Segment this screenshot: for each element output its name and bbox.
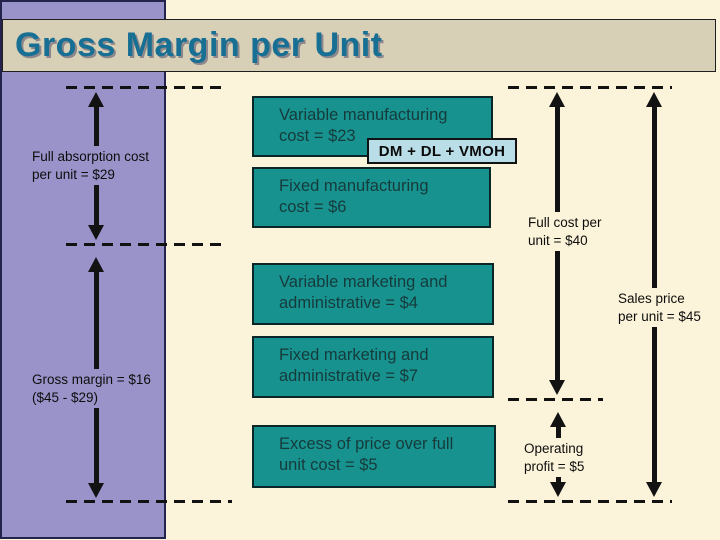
- arrow-down-icon: [88, 225, 104, 240]
- operating-profit-label: Operating profit = $5: [520, 438, 589, 477]
- cost-box-fixed-marketing: Fixed marketing and administrative = $7: [252, 336, 494, 398]
- dm-dl-vmoh-callout: DM + DL + VMOH: [367, 138, 517, 164]
- cost-box-fixed-manufacturing: Fixed manufacturing cost = $6: [252, 167, 491, 228]
- dashed-line-mid-right: [508, 398, 603, 401]
- cost-box-variable-marketing: Variable marketing and administrative = …: [252, 263, 494, 325]
- arrow-down-icon: [88, 483, 104, 498]
- arrow-up-icon: [88, 257, 104, 272]
- dashed-line-top-right: [508, 86, 672, 89]
- arrow-down-icon: [646, 482, 662, 497]
- sales-price-label: Sales price per unit = $45: [614, 288, 705, 327]
- arrow-up-icon: [88, 92, 104, 107]
- dashed-line-top-left: [66, 86, 228, 89]
- dashed-line-mid-left: [66, 243, 228, 246]
- arrow-down-icon: [550, 482, 566, 497]
- dashed-line-bottom-left: [66, 500, 232, 503]
- arrow-up-icon: [549, 92, 565, 107]
- cost-box-excess-price: Excess of price over full unit cost = $5: [252, 425, 496, 488]
- dashed-line-bottom-right: [508, 500, 672, 503]
- title-bar: Gross Margin per Unit: [2, 19, 716, 72]
- full-absorption-label: Full absorption cost per unit = $29: [28, 146, 154, 185]
- arrow-up-icon: [646, 92, 662, 107]
- left-purple-band: [0, 0, 166, 539]
- full-cost-label: Full cost per unit = $40: [524, 212, 606, 251]
- arrow-down-icon: [549, 380, 565, 395]
- page-title: Gross Margin per Unit: [15, 26, 383, 64]
- gross-margin-label: Gross margin = $16 ($45 - $29): [28, 369, 155, 408]
- arrow-up-icon: [550, 412, 566, 427]
